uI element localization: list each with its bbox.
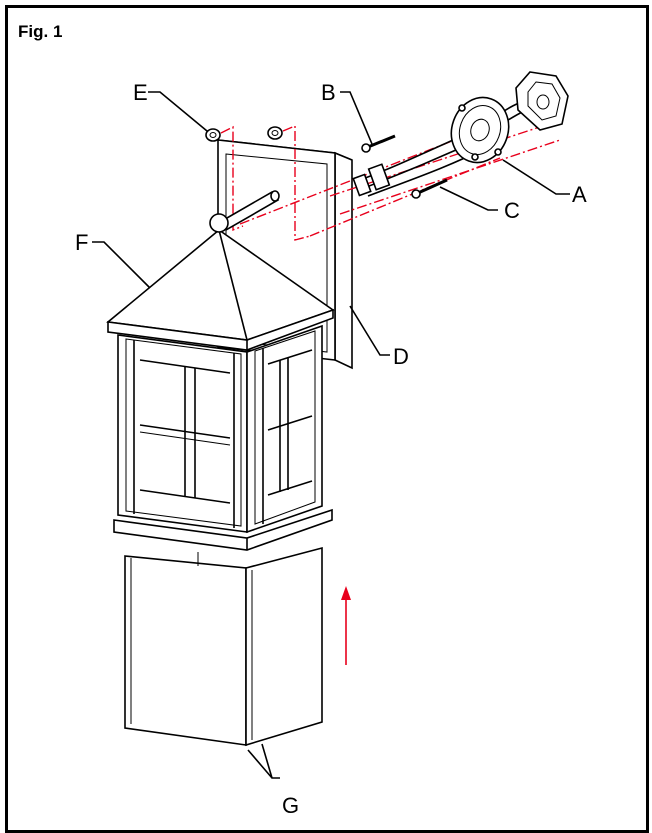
label-d: D — [393, 344, 409, 369]
junction-box — [515, 71, 569, 131]
label-e: E — [133, 80, 148, 105]
cap-nut-e — [205, 126, 283, 142]
crossbar-bracket-a — [450, 96, 510, 164]
supply-wires — [352, 95, 546, 197]
label-g: G — [282, 793, 299, 818]
mounting-screw-b — [361, 134, 396, 153]
label-f: F — [75, 230, 88, 255]
mounting-screw-c — [411, 178, 448, 199]
shade-panels-g — [124, 546, 323, 747]
direction-arrow — [341, 586, 351, 665]
leader-lines — [92, 91, 570, 779]
label-c: C — [504, 198, 520, 223]
lantern-body-f — [106, 213, 335, 551]
figure-title: Fig. 1 — [18, 22, 63, 41]
label-b: B — [321, 80, 336, 105]
label-a: A — [572, 182, 587, 207]
